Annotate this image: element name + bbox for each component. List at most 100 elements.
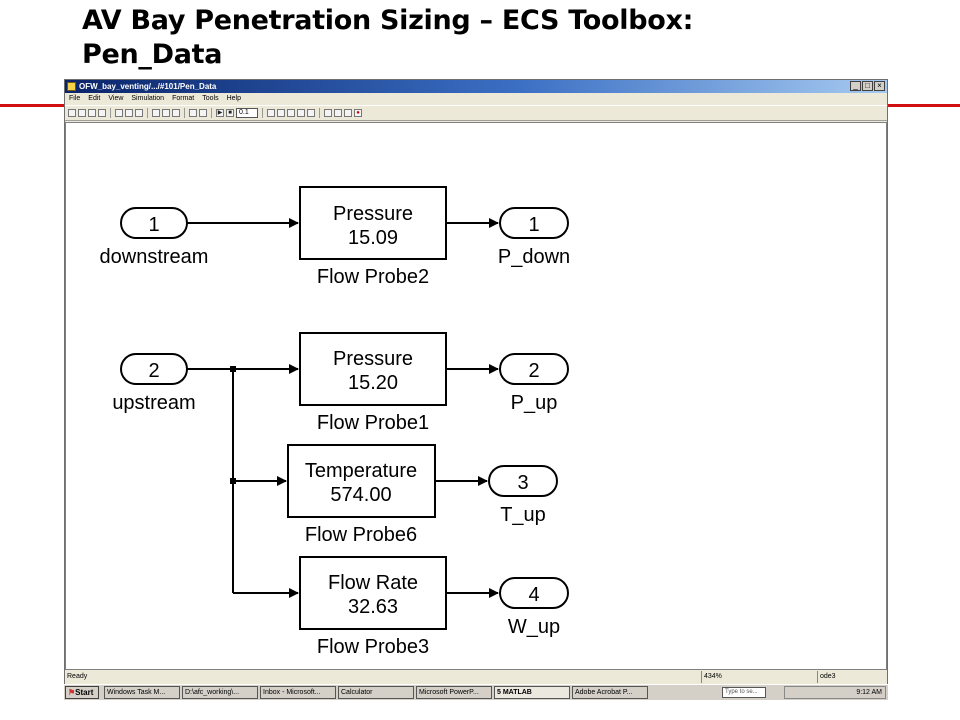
menu-tools[interactable]: Tools — [202, 95, 219, 102]
menu-edit[interactable]: Edit — [88, 95, 101, 102]
model-canvas[interactable] — [65, 122, 887, 670]
run-simulation-icon[interactable]: ▶ — [216, 109, 224, 117]
simulink-window: OFW_bay_venting/.../#101/Pen_Data _ □ × … — [64, 79, 888, 685]
undo-icon[interactable] — [189, 109, 197, 117]
menu-format[interactable]: Format — [172, 95, 195, 102]
inport-number: 1 — [148, 214, 159, 236]
close-button[interactable]: × — [874, 81, 885, 91]
up-arrow-icon[interactable] — [172, 109, 180, 117]
outport-number: 2 — [528, 360, 539, 382]
taskbar-item-matlab[interactable]: 5 MATLAB — [494, 686, 570, 699]
probe-quantity: Flow Rate — [328, 572, 418, 594]
outport-label: P_up — [511, 392, 558, 414]
branch-point — [230, 478, 236, 484]
toggle-browser-icon[interactable] — [324, 109, 332, 117]
red-rule-left — [0, 104, 66, 107]
window-titlebar[interactable]: OFW_bay_venting/.../#101/Pen_Data _ □ × — [65, 80, 887, 93]
status-text: Ready — [67, 673, 88, 680]
back-arrow-icon[interactable] — [152, 109, 160, 117]
toolbar-separator — [319, 108, 320, 118]
flow-probe-block[interactable]: Pressure 15.20 Flow Probe1 — [299, 332, 447, 434]
debugger-icon[interactable] — [307, 109, 315, 117]
taskbar-item-calculator[interactable]: Calculator — [338, 686, 414, 699]
library-browser-icon[interactable] — [287, 109, 295, 117]
clock[interactable]: 9:12 AM — [856, 689, 882, 696]
update-diagram-icon[interactable] — [277, 109, 285, 117]
outport-label: T_up — [500, 504, 546, 526]
solver-name: ode3 — [817, 671, 887, 683]
forward-arrow-icon[interactable] — [162, 109, 170, 117]
outport-number: 4 — [528, 584, 539, 606]
windows-logo-icon: ⚑ — [68, 688, 76, 697]
stop-simulation-icon[interactable]: ■ — [226, 109, 234, 117]
probe-name: Flow Probe3 — [317, 636, 429, 658]
record-icon[interactable]: ● — [354, 109, 362, 117]
open-folder-icon[interactable] — [78, 109, 86, 117]
redo-icon[interactable] — [199, 109, 207, 117]
taskbar-item-acrobat[interactable]: Adobe Acrobat P... — [572, 686, 648, 699]
minimize-button[interactable]: _ — [850, 81, 861, 91]
toolbar-separator — [262, 108, 263, 118]
taskbar-item-outlook[interactable]: Inbox - Microsoft... — [260, 686, 336, 699]
start-button[interactable]: ⚑Start — [65, 686, 99, 699]
scope-icon[interactable] — [344, 109, 352, 117]
model-explorer-icon[interactable] — [297, 109, 305, 117]
outport-label: W_up — [508, 616, 560, 638]
system-tray: 9:12 AM — [784, 686, 886, 699]
window-title: OFW_bay_venting/.../#101/Pen_Data — [79, 82, 217, 91]
copy-icon[interactable] — [125, 109, 133, 117]
taskbar-item-powerpoint[interactable]: Microsoft PowerP... — [416, 686, 492, 699]
inport-downstream[interactable]: 1 downstream — [100, 207, 209, 268]
zoom-level: 434% — [701, 671, 821, 683]
zoom-icon[interactable] — [334, 109, 342, 117]
flow-probe-block[interactable]: Temperature 574.00 Flow Probe6 — [287, 444, 436, 546]
flow-probe-block[interactable]: Pressure 15.09 Flow Probe2 — [299, 186, 447, 288]
inport-upstream[interactable]: 2 upstream — [112, 353, 196, 414]
probe-name: Flow Probe1 — [317, 412, 429, 434]
menu-view[interactable]: View — [108, 95, 124, 102]
branch-point — [230, 366, 236, 372]
probe-quantity: Pressure — [333, 203, 413, 225]
probe-value: 574.00 — [330, 484, 391, 506]
maximize-button[interactable]: □ — [862, 81, 873, 91]
probe-name: Flow Probe6 — [305, 524, 417, 546]
toolbar-separator — [211, 108, 212, 118]
inport-label: upstream — [112, 392, 195, 414]
outport-w-up[interactable]: 4 W_up — [499, 577, 569, 638]
menu-file[interactable]: File — [69, 95, 81, 102]
flow-probe-block[interactable]: Flow Rate 32.63 Flow Probe3 — [299, 556, 447, 658]
probe-name: Flow Probe2 — [317, 266, 429, 288]
stop-time-field[interactable]: 0.1 — [236, 108, 258, 118]
toolbar-separator — [184, 108, 185, 118]
taskbar-search-input[interactable]: Type to se... — [722, 687, 766, 698]
probe-value: 32.63 — [348, 596, 398, 618]
menu-simulation[interactable]: Simulation — [131, 95, 165, 102]
inport-label: downstream — [100, 246, 209, 268]
toolbar: ▶ ■ 0.1 ● — [65, 105, 887, 121]
menu-help[interactable]: Help — [226, 95, 241, 102]
print-icon[interactable] — [98, 109, 106, 117]
paste-icon[interactable] — [135, 109, 143, 117]
outport-p-down[interactable]: 1 P_down — [498, 207, 570, 268]
outport-number: 1 — [528, 214, 539, 236]
probe-quantity: Temperature — [305, 460, 417, 482]
probe-value: 15.09 — [348, 227, 398, 249]
taskbar-item-explorer[interactable]: D:\afc_working\... — [182, 686, 258, 699]
taskbar-item-task-manager[interactable]: Windows Task M... — [104, 686, 180, 699]
slide-title: AV Bay Penetration Sizing – ECS Toolbox:… — [82, 4, 942, 72]
new-file-icon[interactable] — [68, 109, 76, 117]
save-icon[interactable] — [88, 109, 96, 117]
outport-p-up[interactable]: 2 P_up — [499, 353, 569, 414]
build-icon[interactable] — [267, 109, 275, 117]
statusbar: Ready 434% ode3 — [65, 671, 887, 684]
probe-quantity: Pressure — [333, 348, 413, 370]
cut-icon[interactable] — [115, 109, 123, 117]
slide-title-line1: AV Bay Penetration Sizing – ECS Toolbox: — [82, 5, 694, 36]
simulink-app-icon — [67, 82, 76, 91]
start-label: Start — [75, 688, 94, 697]
probe-value: 15.20 — [348, 372, 398, 394]
red-rule-right — [888, 104, 960, 107]
outport-t-up[interactable]: 3 T_up — [488, 465, 558, 526]
outport-number: 3 — [517, 472, 528, 494]
